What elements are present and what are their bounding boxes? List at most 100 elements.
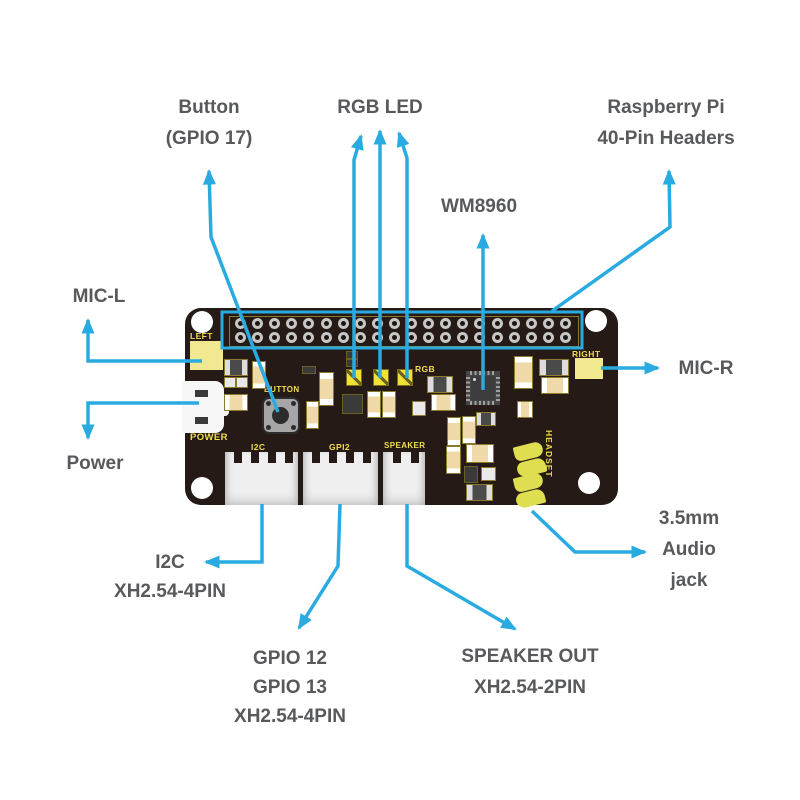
- smd-component: [253, 362, 265, 388]
- wm8960-label: WM8960: [440, 196, 518, 217]
- header-pin-hole: [491, 331, 503, 343]
- smd-component: [518, 402, 532, 417]
- speaker-out-label: SPEAKER OUT XH2.54-2PIN: [440, 641, 620, 703]
- mic-r-label: MIC-R: [678, 358, 734, 379]
- header-pin-hole: [235, 318, 247, 330]
- mounting-hole: [191, 477, 213, 499]
- header-pin-hole: [286, 318, 298, 330]
- smd-component: [432, 395, 455, 410]
- speaker-connector: [383, 452, 425, 505]
- silk-speaker-label: SPEAKER: [384, 441, 426, 450]
- smd-component: [368, 392, 380, 417]
- smd-component: [383, 392, 395, 417]
- speaker-out-label-line1: SPEAKER OUT: [461, 646, 599, 667]
- header-pin-hole: [269, 331, 281, 343]
- rpi-headers-label-line1: Raspberry Pi: [607, 97, 725, 118]
- header-pin-hole: [457, 318, 469, 330]
- silk-headset-label: HEADSET: [544, 430, 554, 478]
- smd-component: [515, 357, 532, 388]
- smd-component: [237, 378, 247, 387]
- header-pin-hole: [474, 318, 486, 330]
- header-pin-hole: [440, 331, 452, 343]
- silk-i2c-label: I2C: [251, 442, 266, 452]
- gpio-label: GPIO 12 GPIO 13 XH2.54-4PIN: [210, 644, 370, 731]
- header-pin-hole: [354, 331, 366, 343]
- header-pin-hole: [525, 318, 537, 330]
- header-pin-hole: [371, 318, 383, 330]
- smd-component: [225, 378, 235, 387]
- smd-component: [447, 447, 460, 473]
- smd-component: [467, 445, 493, 462]
- mounting-hole: [191, 311, 213, 333]
- smd-component: [413, 402, 425, 415]
- gpio-callout-line: [297, 503, 342, 630]
- silk-left-label: LEFT: [190, 331, 213, 341]
- header-pin-hole: [269, 318, 281, 330]
- header-pin-hole: [525, 331, 537, 343]
- mic-l-label: MIC-L: [72, 286, 126, 307]
- header-pin-hole: [457, 331, 469, 343]
- audio-jack-label-line3: jack: [670, 570, 708, 591]
- header-pin-hole: [320, 331, 332, 343]
- smd-component: [482, 468, 495, 480]
- pin-header-40: [232, 317, 574, 344]
- smd-component: [307, 402, 318, 428]
- smd-component: [540, 360, 568, 375]
- speaker-out-callout-line: [405, 504, 517, 631]
- header-pin-hole: [337, 331, 349, 343]
- wm8960-chip: [466, 371, 500, 405]
- header-pin-hole: [286, 331, 298, 343]
- header-pin-hole: [406, 318, 418, 330]
- gpio-connector: [303, 452, 378, 505]
- rpi-headers-callout-line: [550, 169, 676, 313]
- silk-gpi2-label: GPI2: [329, 442, 350, 452]
- header-pin-hole: [508, 318, 520, 330]
- header-pin-hole: [252, 331, 264, 343]
- header-pin-hole: [474, 331, 486, 343]
- gpio-label-line3: XH2.54-4PIN: [234, 706, 346, 727]
- speaker-out-label-line2: XH2.54-2PIN: [474, 677, 586, 698]
- header-pin-hole: [337, 318, 349, 330]
- smd-component: [303, 367, 315, 373]
- smd-component: [428, 377, 452, 392]
- mounting-hole: [585, 310, 607, 332]
- header-pin-hole: [406, 331, 418, 343]
- silk-right-label: RIGHT: [572, 349, 601, 359]
- header-pin-hole: [303, 331, 315, 343]
- smd-component: [320, 373, 333, 405]
- smd-component: [477, 413, 495, 425]
- header-pin-hole: [320, 318, 332, 330]
- i2c-label: I2C XH2.54-4PIN: [90, 548, 250, 606]
- audio-jack-label-line1: 3.5mm: [658, 508, 720, 529]
- i2c-connector: [225, 452, 298, 505]
- header-pin-hole: [423, 331, 435, 343]
- micro-usb-connector: [182, 381, 229, 433]
- power-label: Power: [66, 453, 124, 474]
- header-pin-hole: [371, 331, 383, 343]
- header-pin-hole: [559, 331, 571, 343]
- smd-component: [465, 467, 477, 482]
- silk-rgb-label: RGB: [415, 364, 436, 374]
- smd-component: [463, 417, 475, 443]
- button-label-line1: Button: [178, 97, 240, 118]
- audio-jack-label-line2: Audio: [662, 539, 716, 560]
- smd-component: [225, 360, 247, 375]
- header-pin-hole: [354, 318, 366, 330]
- mic-left-pad: [190, 341, 223, 370]
- smd-component: [347, 352, 357, 358]
- smd-component: [343, 395, 362, 413]
- gpio17-push-button: [262, 397, 300, 434]
- header-pin-hole: [542, 318, 554, 330]
- header-pin-hole: [423, 318, 435, 330]
- silk-power-label: POWER: [190, 432, 228, 443]
- header-pin-hole: [542, 331, 554, 343]
- header-pin-hole: [559, 318, 571, 330]
- header-pin-hole: [252, 318, 264, 330]
- smd-component: [347, 360, 357, 366]
- header-pin-hole: [388, 331, 400, 343]
- mic-right-pad: [575, 358, 603, 379]
- header-pin-hole: [440, 318, 452, 330]
- smd-component: [225, 395, 247, 410]
- pcb-board: LEFT POWER BUTTON RGB RIGHT HEADSET I2C …: [182, 308, 618, 510]
